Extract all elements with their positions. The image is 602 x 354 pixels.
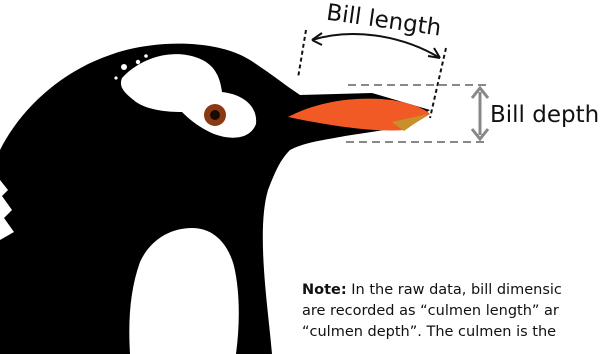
speckle	[130, 72, 134, 76]
note-line-1-text: In the raw data, bill dimensic	[347, 282, 562, 298]
speckle	[121, 64, 127, 70]
note-line-1: Note: In the raw data, bill dimensic	[302, 280, 602, 301]
note-line-2: are recorded as “culmen length” ar	[302, 301, 602, 322]
speckle	[144, 54, 148, 58]
note-text: Note: In the raw data, bill dimensic are…	[302, 280, 602, 343]
speckle	[114, 76, 117, 79]
note-line-3: “culmen depth”. The culmen is the	[302, 322, 602, 343]
bill-depth-label: Bill depth	[490, 102, 599, 128]
bill-length-left-tick	[298, 30, 306, 78]
note-lead: Note:	[302, 282, 347, 298]
speckle	[136, 60, 140, 64]
eye-pupil	[210, 110, 220, 120]
bill-length-label: Bill length	[325, 0, 443, 42]
